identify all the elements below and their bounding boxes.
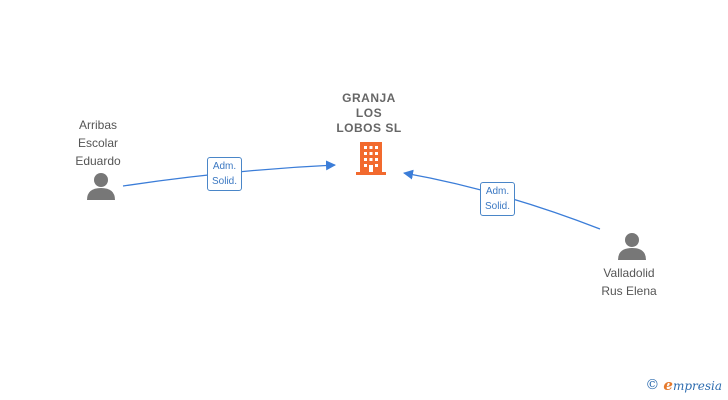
person-name-line: Arribas [78,118,117,132]
person-name-line: Escolar [77,136,118,150]
brand-letter: e [663,376,673,394]
person-name-line: Eduardo [75,154,121,168]
role-line: Adm. [485,186,510,197]
brand-rest: mpresia [672,379,722,393]
role-line: Adm. [212,161,237,172]
person-name[interactable]: Arribas Escolar Eduardo [58,116,138,170]
person-name-line: Rus Elena [601,284,657,298]
person-name-line: Valladolid [603,266,655,280]
person-icon[interactable] [87,173,115,200]
relation-role-badge[interactable]: Adm. Solid. [207,157,243,191]
brand-logo[interactable]: © empresia [645,376,722,394]
company-name-line: LOS [355,106,383,120]
company-name-line: LOBOS SL [336,121,402,135]
copyright-icon: © [645,377,660,393]
relation-role-badge[interactable]: Adm. Solid. [480,182,516,216]
role-line: Solid. [212,176,238,187]
person-name[interactable]: Valladolid Rus Elena [584,264,674,300]
company-name-line: GRANJA [342,91,396,105]
person-icon[interactable] [618,233,646,260]
brand-wordmark: empresia [663,376,722,394]
building-icon[interactable] [356,142,386,175]
company-name[interactable]: GRANJA LOS LOBOS SL [320,91,418,136]
role-line: Solid. [485,201,511,212]
